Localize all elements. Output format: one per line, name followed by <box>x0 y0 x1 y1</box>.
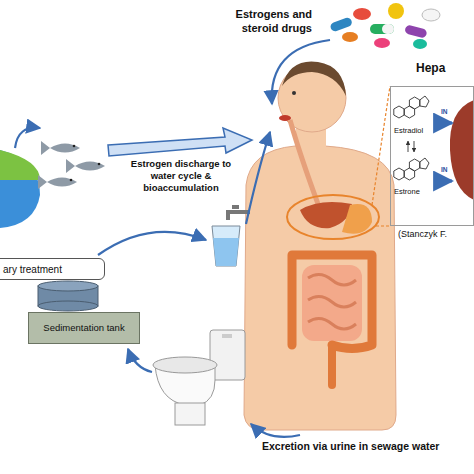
pills-icon <box>413 39 427 49</box>
human-body <box>290 120 318 204</box>
zoom-marker <box>287 195 379 239</box>
molecule-drawing <box>394 96 429 180</box>
molecule-drawing <box>408 141 409 152</box>
process-label: Excretion via urine in sewage water <box>262 440 439 453</box>
molecule-drawing <box>394 158 429 180</box>
citation: (Stanczyk F. <box>398 229 447 240</box>
fish-icon <box>50 144 80 153</box>
fish-icon <box>38 141 105 189</box>
liver-icon <box>450 100 474 200</box>
molecule-name: Estradiol <box>394 127 423 136</box>
tap-glass-icon <box>213 238 239 266</box>
molecule-drawing <box>420 158 429 169</box>
pills-icon <box>329 16 353 32</box>
fish-icon <box>66 159 75 173</box>
liver-icon <box>437 100 474 200</box>
human-body <box>342 204 372 234</box>
human-body <box>244 146 396 430</box>
tap-glass-icon <box>212 205 250 266</box>
tank-name: Sedimentation tank <box>43 323 124 334</box>
toilet-icon <box>175 403 205 425</box>
water-drop <box>0 150 40 180</box>
flow-arrow <box>15 40 330 437</box>
fish-icon <box>38 175 47 189</box>
molecule-drawing <box>414 141 415 152</box>
molecule-drawing <box>409 97 419 109</box>
molecule-drawing <box>420 96 429 107</box>
pills-icon <box>404 24 428 38</box>
liver-icon <box>437 180 452 183</box>
inset-box: HepaEstradiolEstroneININ <box>390 86 474 226</box>
human-body <box>300 202 352 228</box>
human-body <box>282 62 346 97</box>
human-body <box>279 115 291 121</box>
treatment-tank <box>38 281 98 291</box>
molecule-drawing <box>394 168 404 180</box>
pills-icon <box>353 8 371 20</box>
process-label: Estrogen discharge to water cycle & bioa… <box>120 158 242 194</box>
human-body <box>308 274 356 329</box>
human-body <box>328 345 336 385</box>
flow-arrow <box>246 132 270 224</box>
fish-icon <box>75 162 105 171</box>
water-drop <box>0 150 40 228</box>
human-body <box>292 255 372 349</box>
tap-glass-icon <box>212 226 240 266</box>
input-label: Estrogens and steroid drugs <box>212 8 312 36</box>
toilet-icon <box>222 334 232 338</box>
flow-arrow <box>15 128 40 148</box>
human-body <box>292 91 296 95</box>
flow-arrow <box>251 424 300 437</box>
water-drop <box>0 150 40 228</box>
molecule-name: Estrone <box>394 188 420 197</box>
pills-icon <box>422 9 440 21</box>
zoom-marker <box>287 86 390 239</box>
flow-arrow <box>128 349 152 372</box>
flow-arrow <box>272 40 330 104</box>
pills-icon <box>342 32 358 42</box>
fish-icon <box>98 163 101 166</box>
fish-icon <box>73 145 76 148</box>
pills-icon <box>329 3 440 49</box>
tank-box: Sedimentation tank <box>28 312 140 344</box>
process-name: ary treatment <box>3 264 62 276</box>
toilet-icon <box>153 357 217 373</box>
flow-label: IN <box>441 166 448 173</box>
flow-arrow <box>98 232 206 255</box>
fish-icon <box>47 178 77 187</box>
tap-glass-icon <box>232 205 239 209</box>
treatment-tank <box>38 281 98 311</box>
toilet-icon <box>153 330 245 425</box>
molecule-drawing <box>409 159 419 171</box>
inset-heading: Hepa <box>416 62 445 76</box>
intake-arrow <box>108 128 252 156</box>
pills-icon <box>370 24 394 34</box>
human-body <box>244 62 396 431</box>
pills-icon <box>388 3 404 19</box>
molecule-drawing <box>394 106 404 118</box>
liver-icon <box>437 122 452 125</box>
process-box: ary treatment <box>0 258 105 280</box>
fish-icon <box>41 141 50 155</box>
flow-label: IN <box>441 108 448 115</box>
pills-icon <box>382 24 394 34</box>
pills-icon <box>374 38 390 48</box>
treatment-tank <box>38 301 98 311</box>
zoom-marker <box>372 86 390 226</box>
fish-icon <box>70 179 73 182</box>
human-body <box>302 265 362 341</box>
